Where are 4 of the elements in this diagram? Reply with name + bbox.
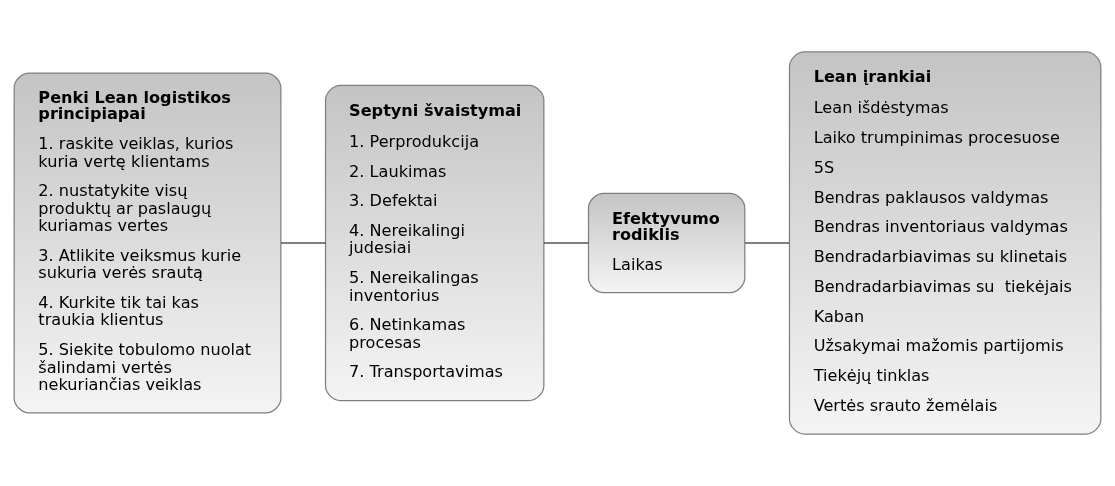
node-box: Efektyvumo rodiklis Laikas <box>587 192 746 294</box>
node-box: Penki Lean logistikos principiapai 1. raskite veiklas, kurios kuria vertę klientams 2. nustatykite visų produktų ar paslaugų kuriamas vertes 3. Atlikite veiksmus kurie sukuria verės srautą 4. Kurkite tik tai kas traukia klientus 5. Siekite tobulomo nuolat šalindami vertės nekuriančias veiklas <box>13 72 282 414</box>
node-box: Septyni švaistymai 1. Perprodukcija 2. Laukimas 3. Defektai 4. Nereikalingi judesiai 5. Nereikalingas inventorius 6. Netinkamas procesas 7. Transportavimas <box>324 84 545 402</box>
node-box: Lean įrankiai Lean išdėstymas Laiko trumpinimas procesuose 5S Bendras paklausos valdymas Bendras inventoriaus valdymas Bendradarbiavimas su klinetais Bendradarbiavimas su tiekėjais Kaban Užsakymai mažomis partijomis Tiekėjų tinklas Vertės srauto žemėlais <box>788 51 1102 435</box>
